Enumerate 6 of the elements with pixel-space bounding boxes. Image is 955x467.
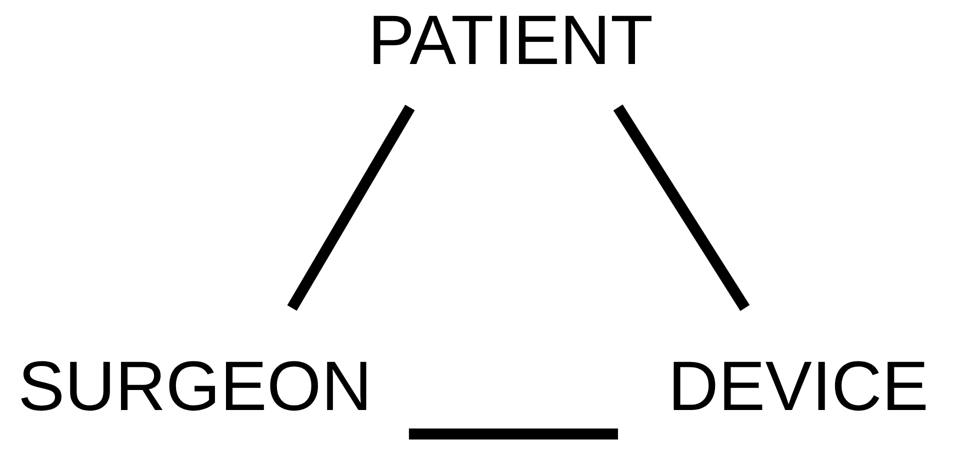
- connector-line: [613, 104, 750, 311]
- connector-line: [287, 104, 415, 311]
- connector-line: [408, 428, 618, 440]
- node-label: SURGEON: [18, 357, 372, 416]
- node-label: PATIENT: [368, 11, 654, 70]
- node-label: DEVICE: [668, 357, 929, 416]
